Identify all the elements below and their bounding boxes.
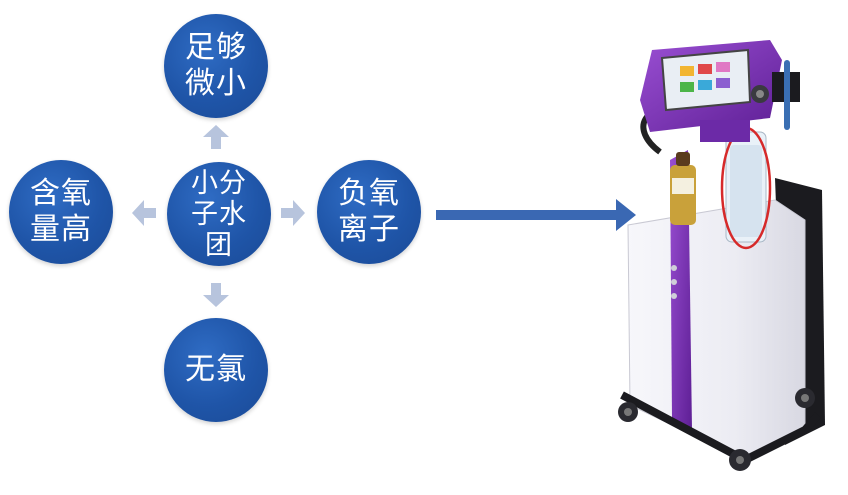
node-bottom-label: 无氯 [185,352,247,387]
arrow-to-machine-icon [436,199,636,231]
arrow-down-icon [203,283,229,307]
node-bottom: 无氯 [164,318,268,422]
hydrogen-water-machine-image [618,40,825,471]
node-top-label: 足够微小 [185,30,247,101]
node-center: 小分子水团 [167,162,271,266]
arrow-up-icon [203,125,229,149]
node-center-label: 小分子水团 [191,167,247,261]
node-left-label: 含氧量高 [30,176,92,247]
node-right: 负氧离子 [317,160,421,264]
arrow-right-icon [281,200,305,226]
node-right-label: 负氧离子 [338,176,400,247]
node-top: 足够微小 [164,14,268,118]
node-left: 含氧量高 [9,160,113,264]
arrow-left-icon [132,200,156,226]
